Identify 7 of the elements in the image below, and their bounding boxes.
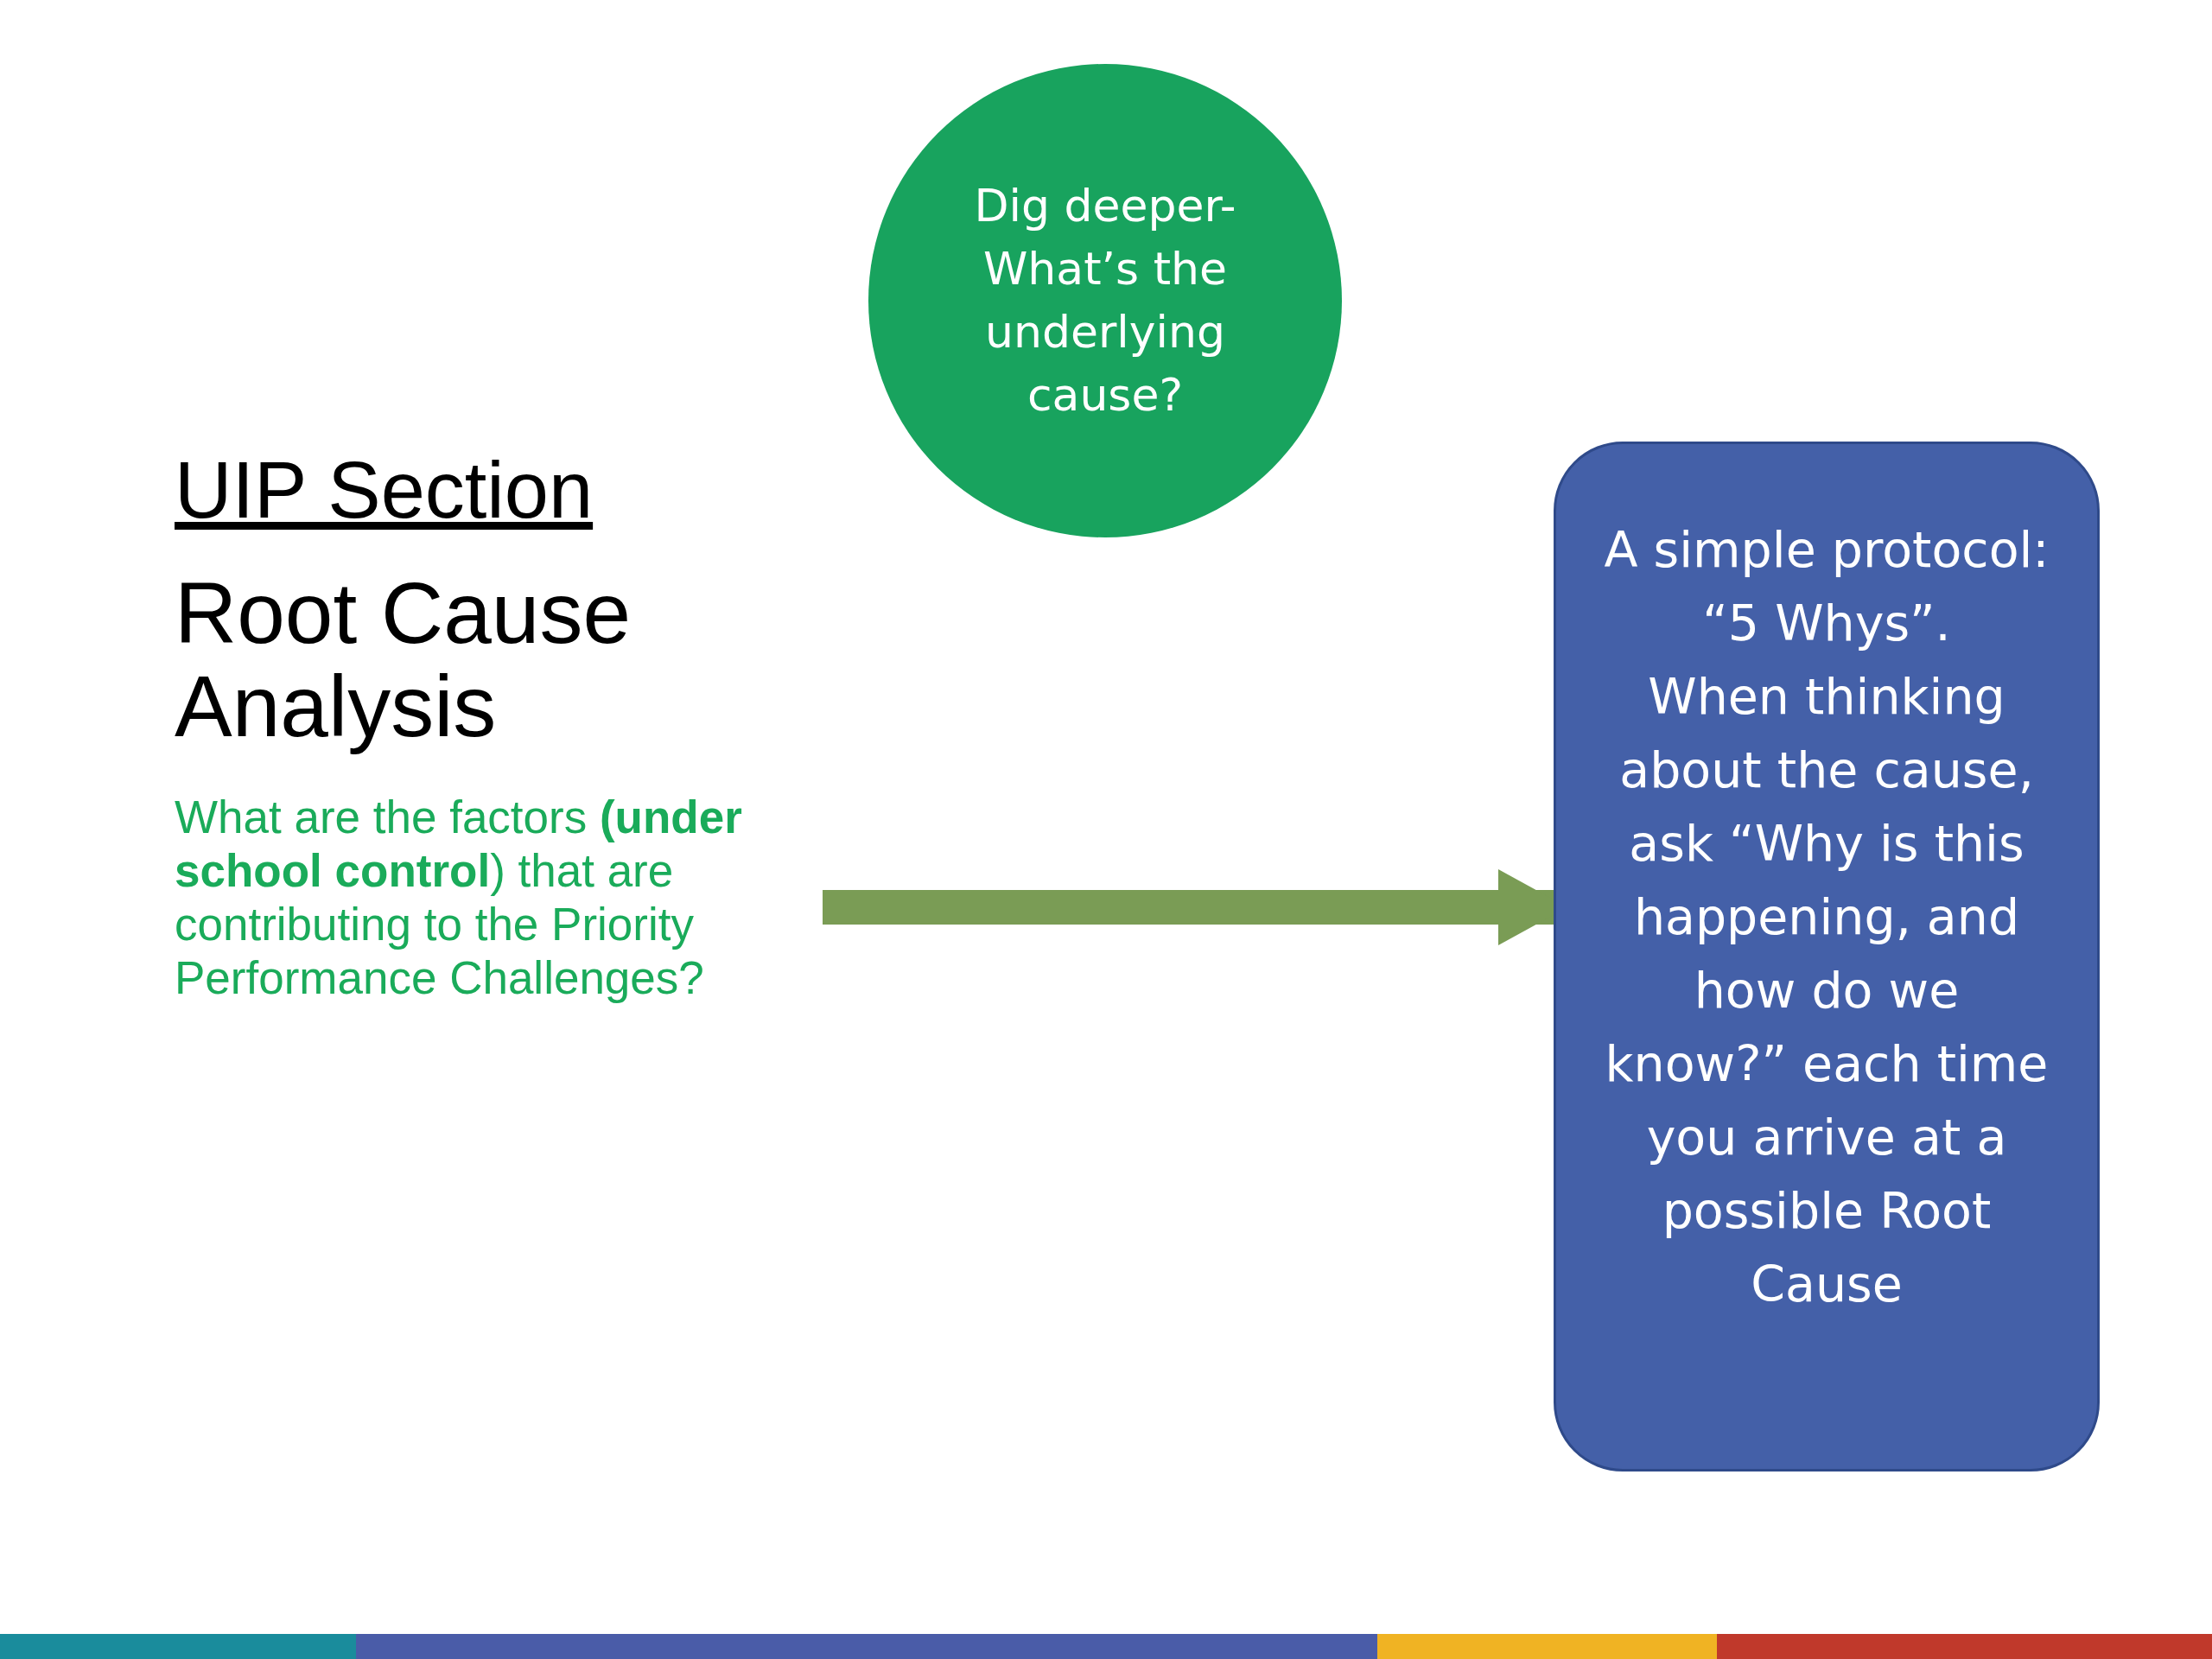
- section-heading: UIP Section: [175, 445, 594, 536]
- box-text: When thinking about the cause, ask “Why is this happening, and how do we know?” each time you arrive at a possible Root Cause: [1604, 667, 2050, 1314]
- box-text: Dig deeper- What’s the underlying cause?: [973, 179, 1237, 423]
- question-text: What are the factors (under school control) that are contributing to the Priority Performance Challenges?: [175, 791, 797, 1005]
- info-box: [1554, 442, 2100, 1471]
- box-text: A simple protocol: “5 Whys”.: [1603, 520, 2050, 653]
- slide-heading: Root Cause Analysis: [175, 566, 632, 753]
